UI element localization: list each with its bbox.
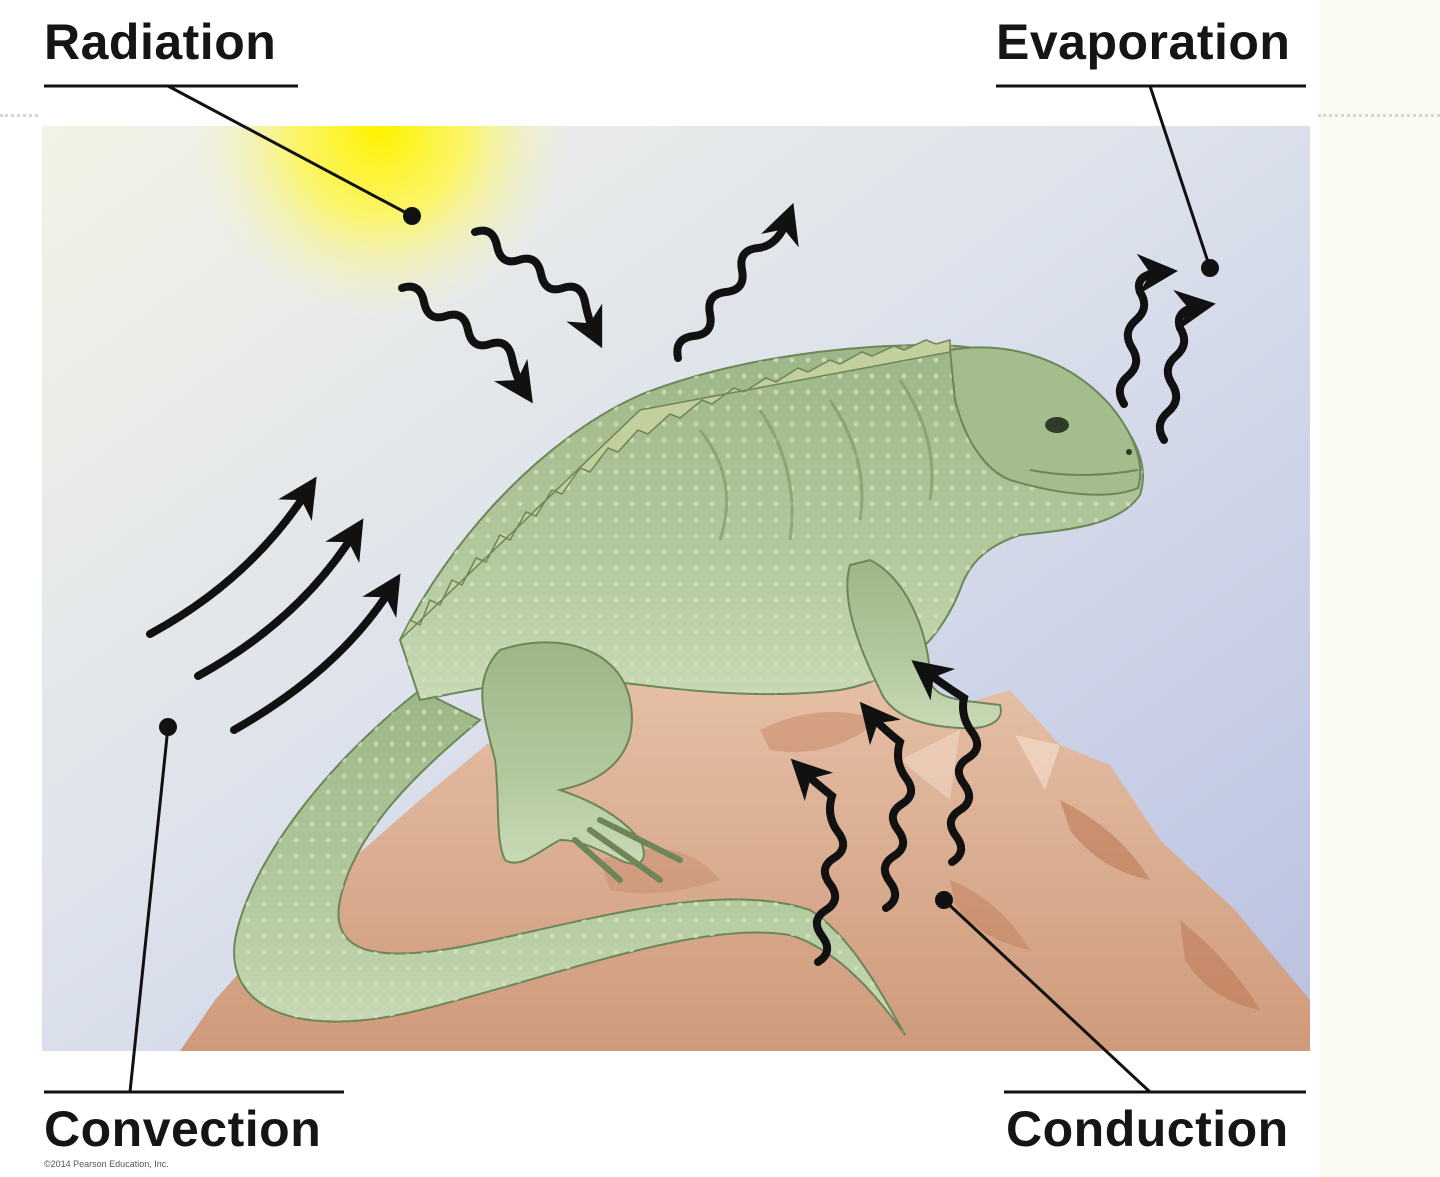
radiation-label: Radiation — [44, 17, 276, 67]
conduction-label: Conduction — [1006, 1104, 1289, 1154]
copyright-notice: ©2014 Pearson Education, Inc. — [44, 1159, 169, 1169]
evaporation-dot — [1201, 259, 1219, 277]
evaporation-label: Evaporation — [996, 17, 1290, 67]
radiation-dot — [403, 207, 421, 225]
convection-label: Convection — [44, 1104, 321, 1154]
convection-dot — [159, 718, 177, 736]
conduction-dot — [935, 891, 953, 909]
